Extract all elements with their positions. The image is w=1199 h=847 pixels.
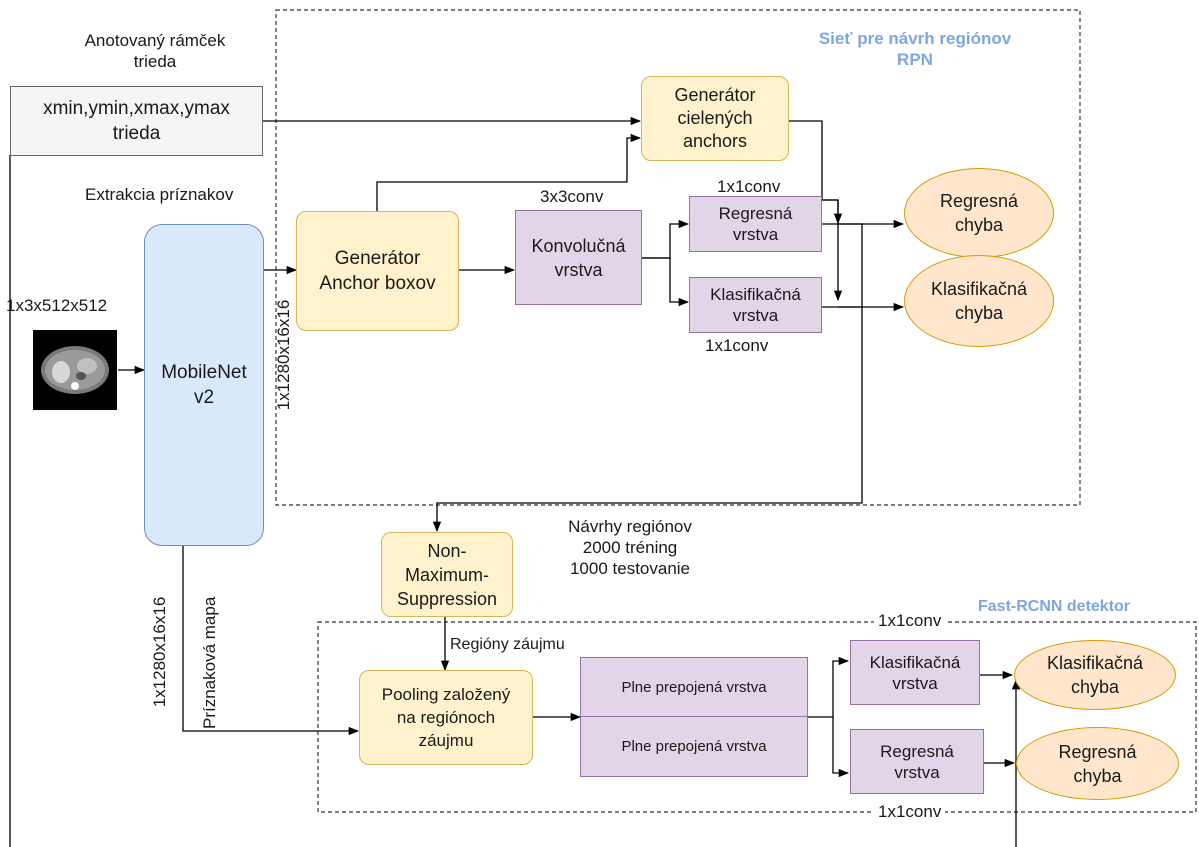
proposals-line2: 2000 tréning bbox=[582, 538, 678, 557]
input-shape-label: 1x3x512x512 bbox=[6, 296, 108, 315]
det-reg-line1: Regresná bbox=[880, 741, 954, 761]
rpn-cls-loss: Klasifikačná chyba bbox=[904, 255, 1054, 347]
fast-rcnn-frame bbox=[317, 621, 1197, 813]
target-to-cls-loss-arrow bbox=[822, 199, 843, 302]
conv-line2: vrstva bbox=[554, 259, 603, 280]
nms-block: Non- Maximum- Suppression bbox=[381, 532, 513, 617]
det-reg-line2: vrstva bbox=[894, 762, 940, 782]
target-generator-block: Generátor cielených anchors bbox=[641, 76, 789, 161]
det-reg-loss: Regresná chyba bbox=[1016, 727, 1179, 800]
annotation-box-line2: trieda bbox=[112, 123, 161, 144]
rpn-reg-layer: Regresná vrstva bbox=[689, 196, 822, 252]
ct-scan-graphic bbox=[41, 346, 109, 394]
anchor-to-target-arrow bbox=[376, 133, 642, 211]
conv-to-rpn-cls-arrow bbox=[641, 257, 690, 307]
fc-layer-2: Plne prepojená vrstva bbox=[580, 717, 808, 777]
rpn-title: Sieť pre návrh regiónov RPN bbox=[755, 28, 1075, 70]
proposals-line3: 1000 testovanie bbox=[569, 559, 691, 578]
det-reg-conv-label: 1x1conv bbox=[874, 801, 946, 822]
annotation-label: Anotovaný rámček trieda bbox=[40, 30, 270, 72]
conv-block: Konvolučná vrstva bbox=[515, 210, 642, 305]
rpn-cls-conv-label: 1x1conv bbox=[705, 336, 769, 355]
rpn-reg-conv-label: 1x1conv bbox=[717, 177, 781, 196]
roi-pooling-line1: Pooling založený bbox=[381, 685, 511, 704]
annotation-label-line2: trieda bbox=[133, 52, 177, 71]
det-cls-loss-line1: Klasifikačná bbox=[1046, 653, 1144, 673]
rpn-title-line1: Sieť pre návrh regiónov bbox=[818, 29, 1012, 48]
proposals-label: Návrhy regiónov 2000 tréning 1000 testov… bbox=[540, 516, 720, 579]
det-reg-layer: Regresná vrstva bbox=[850, 729, 984, 794]
mobilenet-line1: MobileNet bbox=[161, 362, 247, 383]
rpn-cls-line1: Klasifikačná bbox=[710, 285, 801, 304]
feature-map-label: Príznaková mapa bbox=[200, 596, 219, 729]
mobilenet-block: MobileNet v2 bbox=[144, 224, 264, 546]
target-generator-line1: Generátor bbox=[674, 85, 756, 105]
target-generator-line3: anchors bbox=[682, 131, 748, 151]
det-cls-layer: Klasifikačná vrstva bbox=[850, 640, 980, 705]
fc-to-det-cls-arrow bbox=[806, 656, 850, 718]
annotation-box: xmin,ymin,xmax,ymax trieda bbox=[10, 86, 263, 156]
roi-pooling-line2: na regiónoch bbox=[396, 708, 496, 727]
rpn-title-line2: RPN bbox=[897, 50, 933, 69]
nms-line3: Suppression bbox=[396, 588, 498, 609]
feature-extraction-label: Extrakcia príznakov bbox=[85, 185, 234, 204]
det-cls-line2: vrstva bbox=[892, 673, 938, 693]
proposals-line1: Návrhy regiónov bbox=[568, 517, 692, 536]
rpn-cls-loss-line2: chyba bbox=[954, 303, 1004, 323]
det-reg-loss-line2: chyba bbox=[1073, 765, 1122, 786]
rpn-reg-line1: Regresná bbox=[718, 204, 793, 223]
fc-layer-1: Plne prepojená vrstva bbox=[580, 657, 808, 717]
mobilenet-line2: v2 bbox=[193, 387, 215, 408]
rpn-reg-loss-line2: chyba bbox=[954, 215, 1004, 235]
anchor-generator-line1: Generátor bbox=[334, 248, 421, 269]
conv3-label: 3x3conv bbox=[540, 187, 604, 206]
shape-featuremap-label: 1x1280x16x16 bbox=[150, 596, 169, 708]
rpn-reg-loss-line1: Regresná bbox=[939, 191, 1019, 211]
rpn-cls-line2: vrstva bbox=[732, 306, 779, 325]
det-cls-loss: Klasifikačná chyba bbox=[1014, 640, 1176, 710]
det-cls-conv-label: 1x1conv bbox=[874, 610, 946, 631]
nms-line2: Maximum- bbox=[405, 564, 489, 585]
anchor-generator-line2: Anchor boxov bbox=[319, 273, 436, 294]
rpn-cls-loss-line1: Klasifikačná bbox=[930, 279, 1028, 299]
rpn-frame bbox=[275, 9, 1081, 506]
rpn-reg-loss: Regresná chyba bbox=[904, 168, 1054, 258]
proposals-to-nms-arrow bbox=[432, 223, 863, 533]
det-cls-line1: Klasifikačná bbox=[869, 652, 961, 672]
rpn-reg-line2: vrstva bbox=[732, 225, 779, 244]
roi-pooling-line3: záujmu bbox=[418, 731, 474, 750]
roi-pooling-block: Pooling založený na regiónoch záujmu bbox=[359, 670, 533, 765]
conv-line1: Konvolučná bbox=[531, 235, 626, 256]
det-cls-loss-line2: chyba bbox=[1070, 677, 1120, 697]
rpn-cls-layer: Klasifikačná vrstva bbox=[689, 277, 822, 333]
nms-line1: Non- bbox=[427, 540, 467, 561]
roi-label: Regióny záujmu bbox=[450, 636, 565, 653]
anchor-generator-block: Generátor Anchor boxov bbox=[296, 211, 459, 331]
fast-rcnn-title: Fast-RCNN detektor bbox=[978, 598, 1131, 615]
target-generator-line2: cielených bbox=[677, 108, 753, 128]
shape-rpn-label: 1x1280x16x16 bbox=[274, 299, 293, 411]
ct-scan-image bbox=[33, 330, 117, 410]
featuremap-to-roi-arrow bbox=[182, 545, 360, 736]
fc-to-det-reg-arrow bbox=[832, 717, 850, 778]
conv-to-rpn-reg-arrow bbox=[641, 219, 690, 259]
annotation-label-line1: Anotovaný rámček bbox=[84, 31, 226, 50]
det-reg-loss-line1: Regresná bbox=[1058, 741, 1137, 762]
annotation-box-line1: xmin,ymin,xmax,ymax bbox=[43, 98, 230, 119]
